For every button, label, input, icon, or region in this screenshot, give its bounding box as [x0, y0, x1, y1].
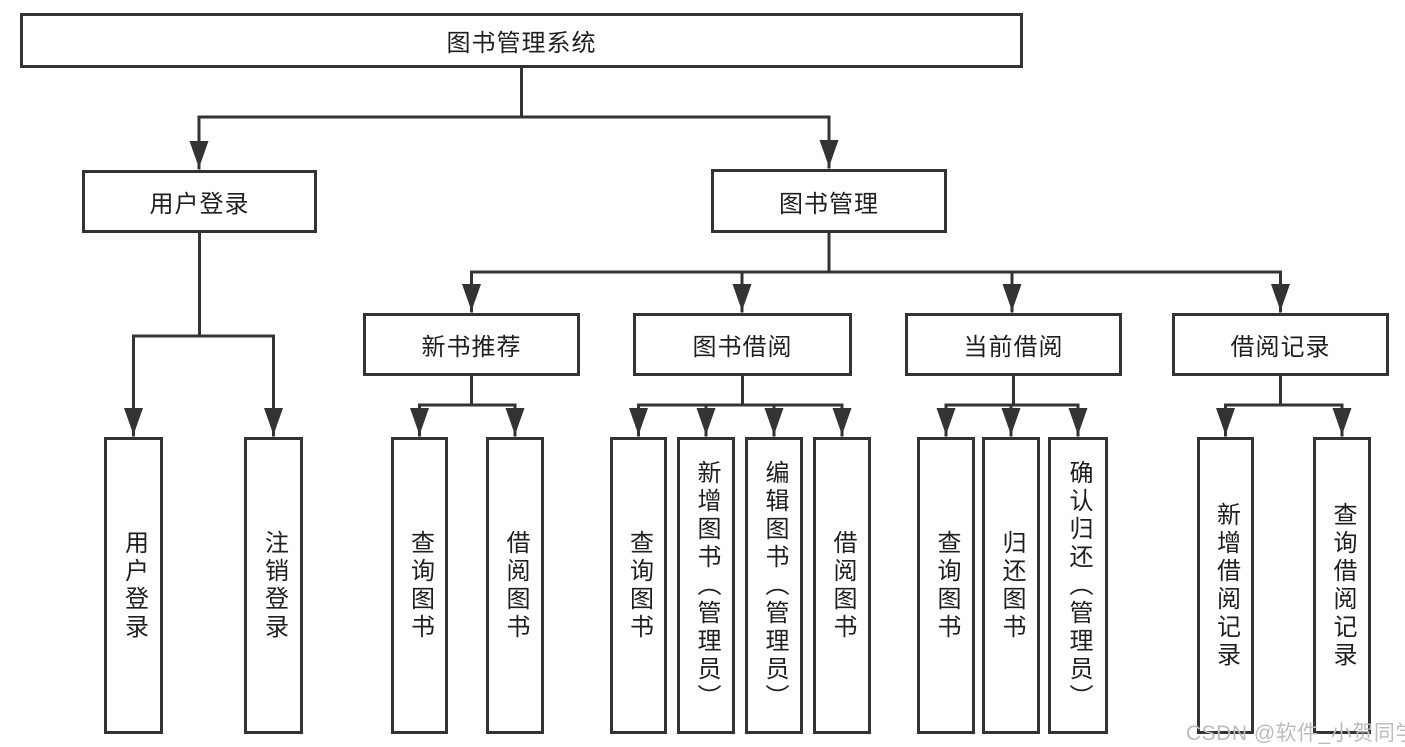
connector-book-management [462, 231, 1290, 313]
leaf-query-books-current: 查询图书 [917, 437, 975, 734]
leaf-user-login: 用户登录 [104, 437, 163, 734]
connector-current-borrow [936, 374, 1088, 437]
connector-book-borrow [629, 374, 852, 437]
leaf-query-books-recommend: 查询图书 [391, 437, 448, 734]
connector-borrow-records [1216, 374, 1352, 437]
node-book-management: 图书管理 [711, 169, 947, 233]
connector-new-book-recommend [410, 374, 525, 437]
connector-root [189, 66, 839, 170]
leaf-add-borrow-record: 新增借阅记录 [1197, 437, 1254, 734]
leaf-confirm-return-admin: 确认归还（管理员） [1048, 437, 1108, 734]
leaf-add-book-admin: 新增图书（管理员） [677, 437, 735, 734]
leaf-edit-book-admin: 编辑图书（管理员） [745, 437, 803, 734]
node-current-borrow: 当前借阅 [905, 313, 1122, 376]
node-new-book-recommend: 新书推荐 [363, 313, 580, 376]
leaf-return-book: 归还图书 [982, 437, 1040, 734]
watermark: CSDN @软件_小贺同学 [1186, 722, 1405, 745]
node-user-login: 用户登录 [82, 170, 317, 233]
node-borrow-records: 借阅记录 [1172, 313, 1389, 376]
leaf-borrow-books-recommend: 借阅图书 [486, 437, 544, 734]
leaf-borrow-books: 借阅图书 [813, 437, 871, 734]
node-book-borrow: 图书借阅 [633, 313, 852, 376]
leaf-query-books-borrow: 查询图书 [610, 437, 667, 734]
leaf-logout: 注销登录 [244, 437, 303, 734]
connector-user-login [124, 231, 283, 437]
node-root: 图书管理系统 [20, 13, 1023, 68]
leaf-query-borrow-record: 查询借阅记录 [1313, 437, 1371, 734]
